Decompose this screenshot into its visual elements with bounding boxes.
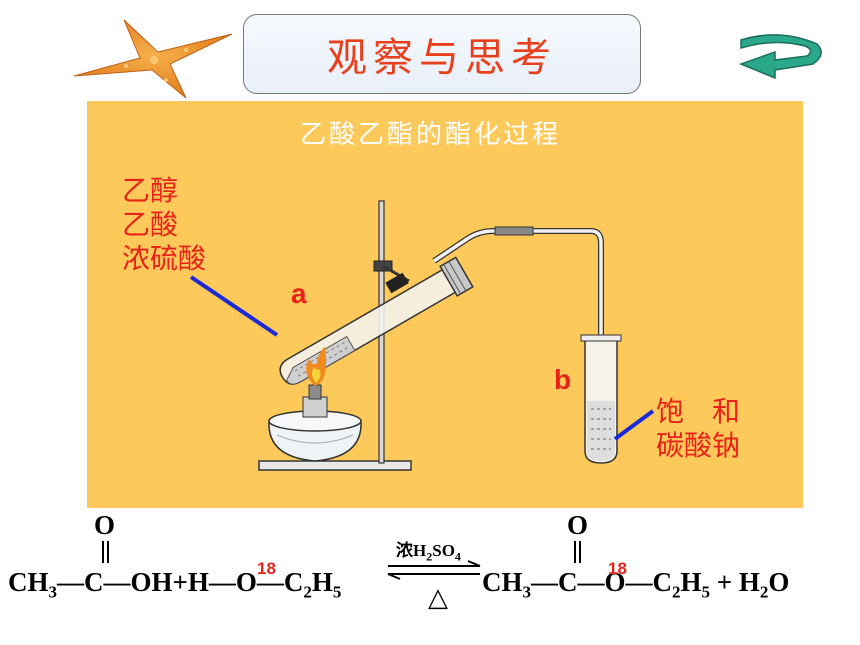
clamp [373, 260, 410, 294]
reactant-double-bond-1 [102, 541, 104, 563]
label-b: b [554, 364, 572, 395]
product-isotope-label: 18 [608, 559, 627, 578]
product-ester-formula: CH3—C—O—C2H5 + H2O [482, 567, 790, 602]
reagent-ethanol: 乙醇 [122, 174, 179, 207]
reactant-carbonyl-o: O [94, 510, 116, 540]
reactant-acetic-acid-formula: CH3—C—OH+H—O—C2H5 [8, 567, 342, 602]
reversible-arrow-icon [387, 560, 481, 580]
pointer-line-b [613, 409, 655, 441]
rubber-connector [494, 226, 534, 236]
panel-title: 乙酸乙酯的酯化过程 [300, 120, 562, 150]
esterification-apparatus [189, 200, 655, 471]
reagent-acetic-acid: 乙酸 [122, 208, 179, 241]
saturated-label-line1: 饱 和 [656, 395, 741, 428]
page-title: 观察与思考 [327, 35, 557, 81]
return-arrow-icon[interactable] [735, 30, 825, 80]
alcohol-lamp [268, 384, 362, 462]
catalyst-label: 浓H2SO4 [396, 541, 461, 564]
reagent-list: 乙醇 乙酸 浓硫酸 [122, 174, 206, 276]
reactant-double-bond-2 [107, 541, 109, 563]
product-carbonyl-o: O [567, 510, 589, 540]
test-tube-b [580, 334, 622, 464]
saturated-label-line2: 碳酸钠 [656, 429, 741, 462]
starfish-icon [73, 19, 233, 99]
product-double-bond-1 [574, 541, 576, 563]
product-double-bond-2 [579, 541, 581, 563]
heat-icon: △ [428, 583, 448, 613]
flame-icon [306, 347, 326, 386]
label-a: a [291, 278, 307, 309]
pointer-line-a [189, 275, 279, 337]
saturated-sodium-carbonate-label: 饱 和 碳酸钠 [656, 395, 740, 463]
diagram-panel [87, 101, 803, 508]
title-box: 观察与思考 [243, 14, 641, 94]
stand-base [258, 460, 412, 471]
reagent-sulfuric-acid: 浓硫酸 [122, 242, 207, 275]
reactant-isotope-label: 18 [257, 559, 276, 578]
